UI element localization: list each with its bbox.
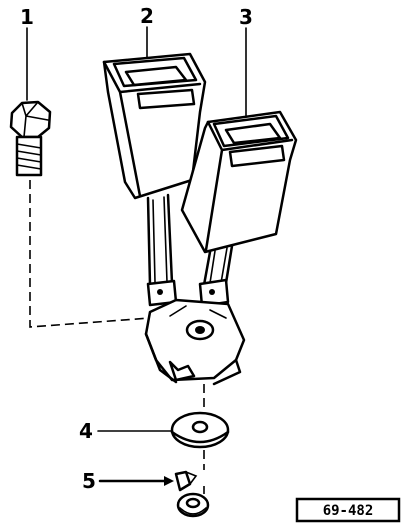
callout-4-label: 4 bbox=[79, 419, 93, 443]
bolt-part bbox=[9, 100, 52, 177]
assembly-axis-line-bolt bbox=[29, 180, 151, 328]
washer-part bbox=[170, 411, 230, 449]
callout-3-label: 3 bbox=[239, 5, 253, 29]
buckle-3-part bbox=[180, 110, 298, 308]
leader-arrow-5 bbox=[164, 476, 174, 486]
callout-2-label: 2 bbox=[140, 4, 154, 28]
reference-code-box: 69-482 bbox=[295, 497, 401, 523]
nut-part bbox=[176, 492, 210, 518]
mounting-bracket-part bbox=[144, 298, 246, 386]
clip-part bbox=[174, 470, 198, 492]
callout-5-label: 5 bbox=[82, 469, 96, 493]
callout-1-label: 1 bbox=[20, 5, 34, 29]
reference-code-label: 69-482 bbox=[323, 503, 374, 519]
